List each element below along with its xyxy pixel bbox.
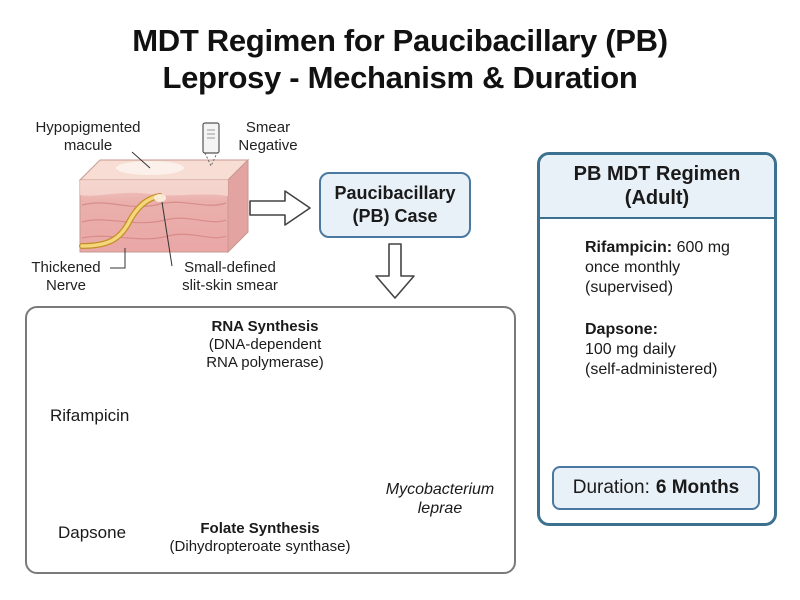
regimen-header-line-2: (Adult) [624, 187, 690, 209]
pb-case-box: Paucibacillary (PB) Case [319, 172, 471, 238]
rifampicin-dose-entry: Rifampicin: 600 mg once monthly (supervi… [585, 239, 730, 296]
mycobacterium-label: Mycobacterium leprae [385, 481, 495, 517]
page-title: MDT Regimen for Paucibacillary (PB) Lepr… [0, 22, 800, 96]
pb-case-line-2: (PB) Case [352, 206, 438, 226]
dapsone-label: Dapsone [58, 523, 127, 542]
slit-skin-smear-label: Small-defined slit-skin smear [182, 259, 278, 294]
dapsone-dose-entry: Dapsone: 100 mg daily (self-administered… [585, 321, 718, 378]
thickened-nerve-label: Thickened Nerve [31, 259, 101, 294]
arrow-to-mechanism [375, 243, 415, 299]
rifampicin-dose-name: Rifampicin: [585, 239, 673, 256]
title-line-2: Leprosy - Mechanism & Duration [162, 60, 638, 95]
duration-box: Duration: 6 Months [552, 466, 760, 510]
rifampicin-dose-amount: 600 mg [676, 239, 730, 256]
arrow-to-pb-case [249, 190, 311, 226]
dapsone-dose-name: Dapsone: [585, 321, 658, 338]
duration-value: 6 Months [655, 477, 740, 498]
pb-case-line-1: Paucibacillary [334, 183, 456, 203]
duration-label: Duration: [572, 477, 650, 498]
label-leaders [110, 151, 173, 269]
smear-negative-label: Smear Negative [238, 119, 298, 154]
regimen-header-line-1: PB MDT Regimen [573, 163, 741, 185]
smear-slide-icon [202, 122, 220, 168]
regimen-header: PB MDT Regimen (Adult) [540, 155, 774, 219]
rifampicin-label: Rifampicin [50, 406, 130, 425]
skin-cross-section [78, 158, 250, 254]
rna-synthesis-label: RNA Synthesis (DNA-dependent RNA polymer… [206, 318, 324, 371]
folate-synthesis-label: Folate Synthesis (Dihydropteroate syntha… [169, 520, 351, 555]
hypopigmented-macule-label: Hypopigmented macule [35, 119, 141, 154]
title-line-1: MDT Regimen for Paucibacillary (PB) [132, 23, 668, 58]
mechanism-panel [25, 306, 516, 574]
